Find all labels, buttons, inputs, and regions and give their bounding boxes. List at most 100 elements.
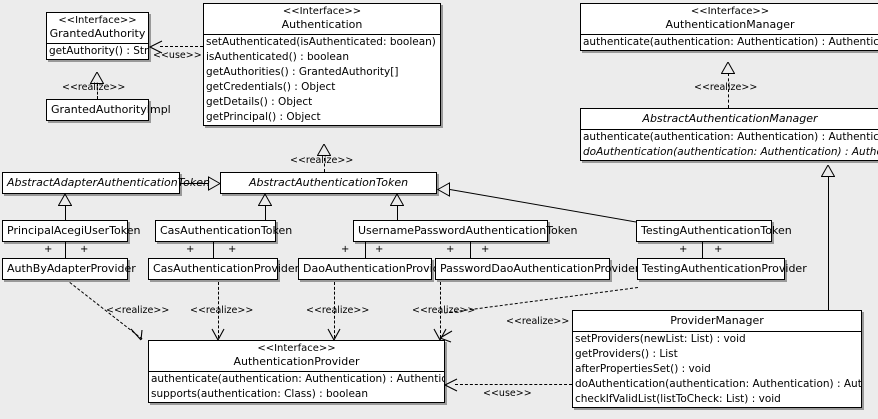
generalization-arrow-usernamepasswordtoken bbox=[390, 194, 404, 206]
realize-line-grantedauthorityimpl bbox=[97, 83, 98, 99]
stereotype-interface-authentication-provider: <<Interface>> bbox=[257, 343, 336, 354]
class-members-authentication-manager: authenticate(authentication: Authenticat… bbox=[581, 34, 878, 50]
realize-label-passworddaoprovider: <<realize>> bbox=[412, 305, 476, 316]
generalization-line-castoken bbox=[265, 205, 266, 220]
assoc-plus-testing-left: + bbox=[679, 244, 688, 255]
class-name-principal-acegi-user-token: PrincipalAcegiUserToken bbox=[7, 224, 141, 237]
class-header-cas-authentication-provider: CasAuthenticationProvider bbox=[149, 259, 300, 279]
class-box-auth-by-adapter-provider[interactable]: AuthByAdapterProvider bbox=[2, 258, 136, 280]
assoc-plus-cas-left: + bbox=[186, 244, 195, 255]
member-row: getDetails() : Object bbox=[206, 96, 313, 108]
assoc-line-usernametoken-passworddaoprovider bbox=[470, 242, 471, 258]
class-box-cas-authentication-provider[interactable]: CasAuthenticationProvider bbox=[148, 258, 300, 280]
class-name-authentication-provider: AuthenticationProvider bbox=[233, 355, 360, 368]
stereotype-interface-authentication: <<Interface>> bbox=[282, 6, 362, 17]
class-name-authentication: Authentication bbox=[281, 18, 363, 31]
member-row: getCredentials() : Object bbox=[206, 81, 336, 93]
realize-line-passworddaoprovider bbox=[440, 282, 441, 338]
class-header-testing-authentication-provider: TestingAuthenticationProvider bbox=[638, 259, 807, 279]
realize-label-daoprovider: <<realize>> bbox=[306, 305, 370, 316]
assoc-line-castoken-casprovider bbox=[213, 242, 214, 258]
class-box-abstract-adapter-authentication-token[interactable]: AbstractAdapterAuthenticationToken bbox=[2, 172, 210, 194]
assoc-plus-passworddao-right: + bbox=[481, 244, 490, 255]
class-box-principal-acegi-user-token[interactable]: PrincipalAcegiUserToken bbox=[2, 220, 141, 242]
class-box-testing-authentication-token[interactable]: TestingAuthenticationToken bbox=[636, 220, 792, 242]
class-box-granted-authority-impl[interactable]: GrantedAuthorityImpl bbox=[46, 99, 171, 121]
class-header-cas-authentication-token: CasAuthenticationToken bbox=[156, 221, 293, 241]
assoc-plus-passworddao-left: + bbox=[446, 244, 455, 255]
class-header-password-dao-authentication-provider: PasswordDaoAuthenticationProvider bbox=[436, 259, 639, 279]
class-box-provider-manager[interactable]: ProviderManager setProviders(newList: Li… bbox=[572, 310, 862, 408]
use-label-authentication-grantedauthority: <<use>> bbox=[153, 50, 202, 61]
generalization-arrow-providermanager bbox=[821, 165, 835, 177]
class-box-cas-authentication-token[interactable]: CasAuthenticationToken bbox=[155, 220, 293, 242]
member-row: doAuthentication(authentication: Authent… bbox=[583, 146, 878, 158]
class-box-username-password-authentication-token[interactable]: UsernamePasswordAuthenticationToken bbox=[353, 220, 578, 242]
generalization-arrow-principaltoken bbox=[58, 194, 72, 206]
class-header-dao-authentication-provider: DaoAuthenticationProvider bbox=[299, 259, 451, 279]
class-members-provider-manager: setProviders(newList: List) : void getPr… bbox=[573, 331, 861, 407]
member-row: isAuthenticated() : boolean bbox=[206, 51, 349, 63]
assoc-plus-testing-right: + bbox=[714, 244, 723, 255]
realize-arrow-casprovider bbox=[211, 328, 225, 342]
class-header-authentication: <<Interface>> Authentication bbox=[204, 4, 440, 34]
class-header-authentication-manager: <<Interface>> AuthenticationManager bbox=[581, 4, 878, 34]
class-box-testing-authentication-provider[interactable]: TestingAuthenticationProvider bbox=[637, 258, 807, 280]
class-box-authentication-manager[interactable]: <<Interface>> AuthenticationManager auth… bbox=[580, 3, 878, 51]
class-box-password-dao-authentication-provider[interactable]: PasswordDaoAuthenticationProvider bbox=[435, 258, 639, 280]
member-row: getAuthorities() : GrantedAuthority[] bbox=[206, 66, 399, 78]
class-box-granted-authority[interactable]: <<Interface>> GrantedAuthority getAuthor… bbox=[46, 12, 149, 60]
class-header-granted-authority-impl: GrantedAuthorityImpl bbox=[47, 100, 171, 120]
class-members-authentication-provider: authenticate(authentication: Authenticat… bbox=[149, 371, 444, 402]
assoc-plus-principal-right: + bbox=[80, 244, 89, 255]
class-header-granted-authority: <<Interface>> GrantedAuthority bbox=[47, 13, 148, 43]
realize-arrow-abstracttoken-authentication bbox=[317, 144, 331, 156]
member-row: supports(authentication: Class) : boolea… bbox=[151, 388, 368, 400]
generalization-arrow-castoken bbox=[258, 194, 272, 206]
class-members-abstract-authentication-manager: authenticate(authentication: Authenticat… bbox=[581, 129, 878, 160]
realize-arrow-abstractmanager bbox=[721, 62, 735, 74]
class-header-abstract-adapter-authentication-token: AbstractAdapterAuthenticationToken bbox=[3, 173, 210, 193]
class-header-auth-by-adapter-provider: AuthByAdapterProvider bbox=[3, 259, 136, 279]
member-row: setAuthenticated(isAuthenticated: boolea… bbox=[206, 36, 440, 48]
class-name-cas-authentication-token: CasAuthenticationToken bbox=[160, 224, 293, 237]
assoc-line-usernametoken-daoprovider bbox=[365, 242, 366, 258]
class-header-principal-acegi-user-token: PrincipalAcegiUserToken bbox=[3, 221, 141, 241]
assoc-plus-dao-right: + bbox=[375, 244, 384, 255]
realize-label-testingprovider: <<realize>> bbox=[506, 316, 570, 327]
class-name-abstract-authentication-token: AbstractAuthenticationToken bbox=[248, 176, 409, 189]
realize-arrow-daoprovider bbox=[327, 328, 341, 342]
realize-arrow-grantedauthorityimpl bbox=[90, 72, 104, 84]
assoc-line-principaltoken-authbyadapter bbox=[65, 242, 66, 258]
class-name-testing-authentication-provider: TestingAuthenticationProvider bbox=[642, 262, 807, 275]
assoc-plus-cas-right: + bbox=[228, 244, 237, 255]
class-name-abstract-adapter-authentication-token: AbstractAdapterAuthenticationToken bbox=[7, 176, 210, 189]
realize-arrow-testingprovider bbox=[438, 330, 453, 343]
class-members-granted-authority: getAuthority() : String bbox=[47, 43, 148, 59]
realize-label-grantedauthorityimpl: <<realize>> bbox=[62, 82, 126, 93]
member-row: authenticate(authentication: Authenticat… bbox=[583, 131, 878, 143]
generalization-line-principaltoken bbox=[65, 205, 66, 220]
class-box-authentication[interactable]: <<Interface>> Authentication setAuthenti… bbox=[203, 3, 441, 126]
generalization-line-providermanager bbox=[828, 176, 829, 310]
generalization-arrow-adaptertoken bbox=[208, 176, 221, 191]
class-box-dao-authentication-provider[interactable]: DaoAuthenticationProvider bbox=[298, 258, 451, 280]
stereotype-interface-granted-authority: <<Interface>> bbox=[58, 15, 137, 26]
member-row: doAuthentication(authentication: Authent… bbox=[575, 378, 861, 390]
class-box-abstract-authentication-manager[interactable]: AbstractAuthenticationManager authentica… bbox=[580, 108, 878, 161]
generalization-line-usernamepasswordtoken bbox=[397, 205, 398, 220]
class-box-authentication-provider[interactable]: <<Interface>> AuthenticationProvider aut… bbox=[148, 340, 445, 403]
use-label-providermanager-authenticationprovider: <<use>> bbox=[483, 388, 532, 399]
class-box-abstract-authentication-token[interactable]: AbstractAuthenticationToken bbox=[220, 172, 437, 194]
member-row: authenticate(authentication: Authenticat… bbox=[151, 373, 444, 385]
realize-line-daoprovider bbox=[334, 282, 335, 338]
class-name-cas-authentication-provider: CasAuthenticationProvider bbox=[153, 262, 300, 275]
member-row: setProviders(newList: List) : void bbox=[575, 333, 746, 345]
class-name-granted-authority-impl: GrantedAuthorityImpl bbox=[51, 103, 171, 116]
realize-label-casprovider: <<realize>> bbox=[190, 305, 254, 316]
class-header-abstract-authentication-token: AbstractAuthenticationToken bbox=[221, 173, 436, 193]
class-header-testing-authentication-token: TestingAuthenticationToken bbox=[637, 221, 792, 241]
class-name-testing-authentication-token: TestingAuthenticationToken bbox=[641, 224, 792, 237]
use-line-authentication-grantedauthority bbox=[160, 46, 203, 47]
